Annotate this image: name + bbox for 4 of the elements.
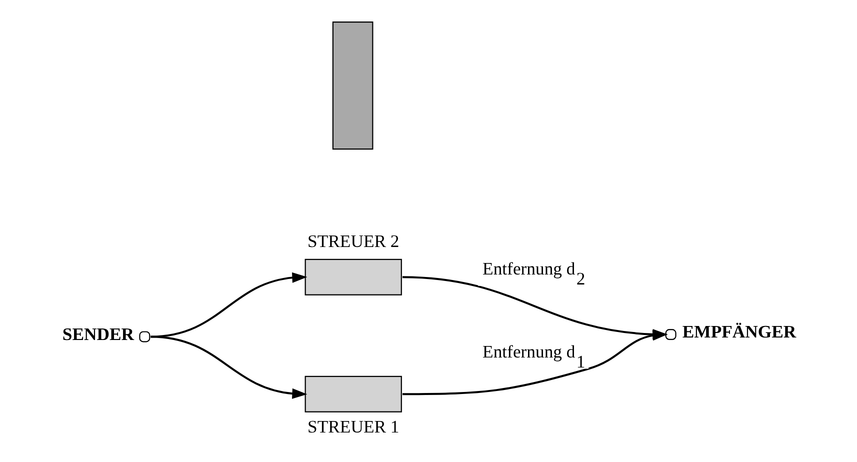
- node-label: SENDER: [62, 324, 134, 344]
- node-label: STREUER 2: [307, 231, 399, 252]
- node-label: EMPFÄNGER: [682, 322, 796, 342]
- node-label: STREUER 1: [307, 416, 399, 437]
